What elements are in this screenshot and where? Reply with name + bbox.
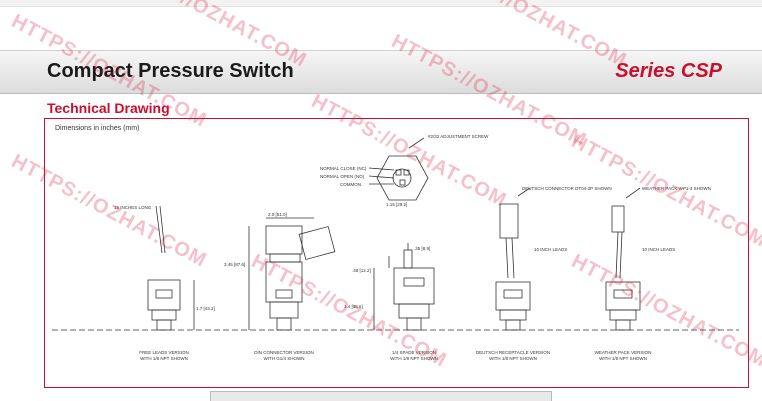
caption-5a: WEATHER PACK VERSION	[595, 350, 652, 355]
label-adjustment-screw: #2/32 ADJUSTMENT SCREW	[428, 134, 489, 139]
caption-4b: WITH 1/8 NPT SHOWN	[489, 356, 537, 361]
drawing-frame	[44, 118, 749, 388]
switch-din-connector	[248, 217, 336, 331]
dimensions-note: Dimensions in inches (mm)	[55, 125, 140, 132]
switch-spade	[373, 243, 435, 331]
adjustment-screw-detail	[368, 137, 429, 201]
dim-6: .35 [8.9]	[414, 246, 430, 251]
top-stripe	[0, 0, 762, 7]
caption-5b: WITH 1/8 NPT SHOWN	[599, 356, 647, 361]
technical-drawing: 18 INCHES LONG #2/32 ADJUSTMENT SCREW NO…	[52, 134, 739, 361]
dim-3: 3.45 [87.6]	[224, 262, 245, 267]
switch-free-leads	[147, 205, 195, 331]
label-normal-close: NORMAL CLOSE (NC)	[320, 166, 367, 171]
label-inch-leads-1: 10 INCH LEADS	[534, 247, 567, 252]
series-label: Series CSP	[615, 60, 722, 82]
label-weather-pack: WEATHER PACK WP1-3 SHOWN	[642, 186, 711, 191]
caption-1a: FREE LEADS VERSION	[139, 350, 189, 355]
label-normal-open: NORMAL OPEN (NO)	[320, 174, 365, 179]
caption-3a: 1/4 SPADE VERSION	[392, 350, 436, 355]
page-title: Compact Pressure Switch	[47, 60, 294, 82]
dim-5: .48 [12.2]	[352, 268, 371, 273]
dim-2: 2.0 [51.0]	[268, 212, 287, 217]
title-bar	[0, 50, 762, 94]
label-deutsch-connector: DEUTSCH CONNECTOR DT04-2P SHOWN	[522, 186, 612, 191]
label-common: COMMON	[340, 182, 361, 187]
caption-1b: WITH 1/8 NPT SHOWN	[140, 356, 188, 361]
caption-3b: WITH 1/8 NPT SHOWN	[390, 356, 438, 361]
dim-4: 1.15 [29.2]	[386, 202, 407, 207]
caption-2b: WITH G1/4 SHOWN	[263, 356, 304, 361]
switch-weather-pack	[605, 187, 641, 331]
label-inch-leads-2: 10 INCH LEADS	[642, 247, 675, 252]
caption-4a: DEUTSCH RECEPTACLE VERSION	[476, 350, 550, 355]
caption-2a: DIN CONNECTOR VERSION	[254, 350, 313, 355]
section-title: Technical Drawing	[47, 100, 170, 116]
switch-deutsch	[495, 187, 531, 331]
label-leads-long: 18 INCHES LONG	[114, 205, 152, 210]
page-top-band	[0, 0, 762, 46]
table-header-strip	[210, 391, 552, 401]
dim-1: 1.7 [43.2]	[196, 306, 215, 311]
dim-7: 1.4 [35.6]	[344, 304, 363, 309]
